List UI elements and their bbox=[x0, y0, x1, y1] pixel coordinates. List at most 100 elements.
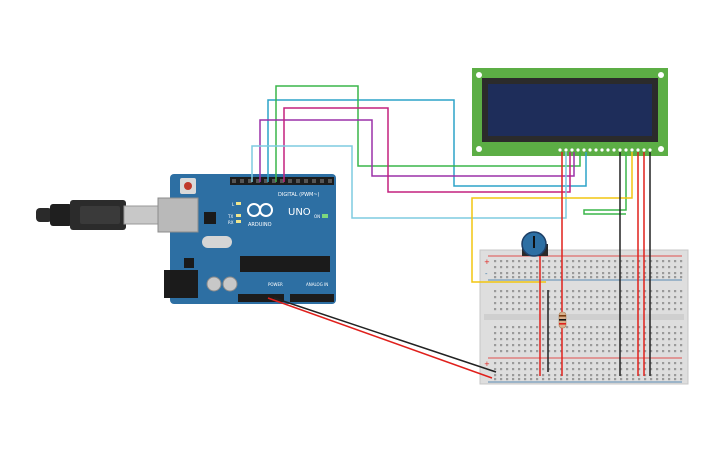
breadboard-hole[interactable] bbox=[650, 308, 653, 311]
breadboard-hole[interactable] bbox=[596, 276, 599, 279]
breadboard-hole[interactable] bbox=[632, 260, 635, 263]
breadboard-hole[interactable] bbox=[518, 272, 521, 275]
breadboard-hole[interactable] bbox=[542, 362, 545, 365]
breadboard-hole[interactable] bbox=[572, 266, 575, 269]
breadboard-hole[interactable] bbox=[662, 260, 665, 263]
breadboard-hole[interactable] bbox=[578, 276, 581, 279]
breadboard-hole[interactable] bbox=[638, 344, 641, 347]
breadboard-hole[interactable] bbox=[494, 368, 497, 371]
breadboard-hole[interactable] bbox=[578, 344, 581, 347]
breadboard-hole[interactable] bbox=[554, 378, 557, 381]
breadboard-hole[interactable] bbox=[668, 260, 671, 263]
breadboard-hole[interactable] bbox=[512, 308, 515, 311]
breadboard-hole[interactable] bbox=[518, 378, 521, 381]
breadboard-hole[interactable] bbox=[596, 362, 599, 365]
breadboard-hole[interactable] bbox=[578, 260, 581, 263]
breadboard-hole[interactable] bbox=[668, 290, 671, 293]
breadboard-hole[interactable] bbox=[506, 374, 509, 377]
breadboard-hole[interactable] bbox=[572, 302, 575, 305]
breadboard-hole[interactable] bbox=[548, 350, 551, 353]
breadboard-hole[interactable] bbox=[500, 344, 503, 347]
breadboard-hole[interactable] bbox=[524, 276, 527, 279]
breadboard-hole[interactable] bbox=[554, 260, 557, 263]
breadboard-hole[interactable] bbox=[614, 374, 617, 377]
breadboard-hole[interactable] bbox=[584, 374, 587, 377]
breadboard-hole[interactable] bbox=[512, 368, 515, 371]
breadboard-hole[interactable] bbox=[572, 308, 575, 311]
breadboard-hole[interactable] bbox=[584, 290, 587, 293]
breadboard-hole[interactable] bbox=[626, 368, 629, 371]
breadboard-hole[interactable] bbox=[644, 350, 647, 353]
breadboard-hole[interactable] bbox=[608, 276, 611, 279]
breadboard-hole[interactable] bbox=[644, 344, 647, 347]
breadboard-hole[interactable] bbox=[632, 272, 635, 275]
breadboard-hole[interactable] bbox=[674, 378, 677, 381]
breadboard-hole[interactable] bbox=[662, 272, 665, 275]
breadboard-hole[interactable] bbox=[632, 266, 635, 269]
breadboard-hole[interactable] bbox=[548, 326, 551, 329]
breadboard-hole[interactable] bbox=[644, 272, 647, 275]
breadboard-hole[interactable] bbox=[608, 368, 611, 371]
breadboard-hole[interactable] bbox=[644, 368, 647, 371]
breadboard-hole[interactable] bbox=[632, 308, 635, 311]
breadboard-hole[interactable] bbox=[614, 272, 617, 275]
breadboard-hole[interactable] bbox=[524, 290, 527, 293]
breadboard-hole[interactable] bbox=[518, 302, 521, 305]
breadboard-hole[interactable] bbox=[542, 296, 545, 299]
breadboard-hole[interactable] bbox=[518, 362, 521, 365]
breadboard-hole[interactable] bbox=[542, 350, 545, 353]
breadboard-hole[interactable] bbox=[626, 296, 629, 299]
breadboard-hole[interactable] bbox=[542, 276, 545, 279]
breadboard-hole[interactable] bbox=[512, 296, 515, 299]
breadboard-hole[interactable] bbox=[668, 362, 671, 365]
breadboard-hole[interactable] bbox=[626, 290, 629, 293]
breadboard-hole[interactable] bbox=[548, 296, 551, 299]
breadboard-hole[interactable] bbox=[638, 260, 641, 263]
breadboard-hole[interactable] bbox=[590, 332, 593, 335]
breadboard-hole[interactable] bbox=[614, 296, 617, 299]
breadboard-hole[interactable] bbox=[548, 276, 551, 279]
breadboard-hole[interactable] bbox=[524, 338, 527, 341]
breadboard-hole[interactable] bbox=[584, 260, 587, 263]
breadboard-hole[interactable] bbox=[524, 308, 527, 311]
breadboard-hole[interactable] bbox=[554, 276, 557, 279]
breadboard-hole[interactable] bbox=[536, 368, 539, 371]
breadboard-hole[interactable] bbox=[566, 266, 569, 269]
breadboard-hole[interactable] bbox=[602, 378, 605, 381]
breadboard-hole[interactable] bbox=[668, 350, 671, 353]
breadboard-hole[interactable] bbox=[626, 344, 629, 347]
breadboard-hole[interactable] bbox=[494, 362, 497, 365]
breadboard-hole[interactable] bbox=[584, 308, 587, 311]
breadboard-hole[interactable] bbox=[536, 260, 539, 263]
breadboard-hole[interactable] bbox=[668, 344, 671, 347]
breadboard-hole[interactable] bbox=[554, 338, 557, 341]
breadboard-hole[interactable] bbox=[590, 276, 593, 279]
breadboard-hole[interactable] bbox=[674, 326, 677, 329]
breadboard-hole[interactable] bbox=[638, 266, 641, 269]
breadboard-hole[interactable] bbox=[662, 338, 665, 341]
breadboard-hole[interactable] bbox=[680, 326, 683, 329]
breadboard-hole[interactable] bbox=[554, 350, 557, 353]
breadboard-hole[interactable] bbox=[512, 272, 515, 275]
breadboard-hole[interactable] bbox=[500, 276, 503, 279]
breadboard-hole[interactable] bbox=[536, 308, 539, 311]
breadboard-hole[interactable] bbox=[632, 326, 635, 329]
breadboard-hole[interactable] bbox=[512, 266, 515, 269]
breadboard-hole[interactable] bbox=[518, 290, 521, 293]
breadboard[interactable]: + - + - bbox=[479, 249, 689, 385]
breadboard-hole[interactable] bbox=[680, 332, 683, 335]
breadboard-hole[interactable] bbox=[590, 344, 593, 347]
breadboard-hole[interactable] bbox=[626, 326, 629, 329]
breadboard-hole[interactable] bbox=[644, 362, 647, 365]
breadboard-hole[interactable] bbox=[602, 350, 605, 353]
breadboard-hole[interactable] bbox=[596, 326, 599, 329]
breadboard-hole[interactable] bbox=[590, 374, 593, 377]
breadboard-hole[interactable] bbox=[602, 266, 605, 269]
breadboard-hole[interactable] bbox=[626, 350, 629, 353]
breadboard-hole[interactable] bbox=[668, 296, 671, 299]
breadboard-hole[interactable] bbox=[524, 326, 527, 329]
breadboard-hole[interactable] bbox=[626, 260, 629, 263]
breadboard-hole[interactable] bbox=[524, 350, 527, 353]
breadboard-hole[interactable] bbox=[506, 378, 509, 381]
breadboard-hole[interactable] bbox=[530, 276, 533, 279]
